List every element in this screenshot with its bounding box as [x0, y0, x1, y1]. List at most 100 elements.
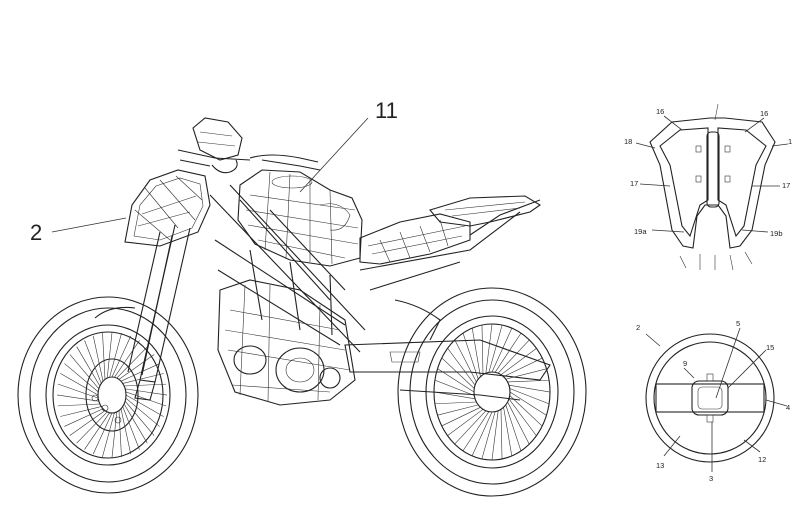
spoke	[118, 354, 155, 380]
spoke	[491, 410, 499, 461]
spoke	[441, 357, 475, 389]
headlight-fairing	[124, 169, 211, 247]
swingarm	[344, 339, 551, 401]
spoke	[481, 325, 484, 375]
spoke	[485, 323, 493, 374]
spoke	[488, 324, 503, 373]
spoke	[454, 339, 477, 383]
rear-fender	[394, 199, 541, 341]
spoke	[122, 373, 164, 384]
spoke	[64, 408, 104, 427]
spoke	[92, 335, 104, 382]
spoke	[120, 363, 160, 382]
tank-ref-label: 18	[624, 137, 632, 146]
leader-2	[51, 217, 127, 233]
spoke	[471, 328, 481, 377]
spoke	[56, 394, 99, 402]
frame	[209, 184, 521, 353]
spoke	[447, 348, 476, 386]
label-fuel-tank: 11	[375, 98, 398, 123]
spoke	[509, 391, 547, 416]
spoke	[491, 327, 513, 373]
spoke	[508, 398, 537, 436]
spoke	[122, 406, 140, 450]
spoke	[508, 384, 551, 393]
spoke	[111, 411, 118, 459]
fuel-tank	[237, 169, 363, 267]
headlight-ref-label: 2	[636, 323, 640, 332]
front-fork	[127, 224, 191, 401]
spoke	[503, 407, 513, 456]
spoke	[118, 410, 122, 458]
spoke	[84, 412, 110, 450]
spoke	[471, 411, 493, 457]
spoke	[441, 407, 481, 427]
spoke	[69, 354, 100, 390]
spoke	[437, 368, 475, 393]
spoke	[76, 346, 101, 387]
headlight-ref-label: 3	[709, 474, 713, 483]
engine	[217, 279, 356, 406]
spoke	[60, 373, 99, 396]
tank-ref-label: 19b	[770, 229, 783, 238]
motorcycle-drawing: 2 11	[17, 98, 587, 497]
spoke	[497, 339, 530, 374]
tank-ref-label: 19a	[634, 227, 647, 236]
spoke	[120, 408, 132, 455]
spoke	[509, 388, 550, 405]
spoke	[507, 401, 530, 445]
seat	[359, 195, 542, 265]
spoke	[494, 332, 522, 373]
spoke	[434, 379, 475, 396]
headlight-ref-label: 9	[683, 359, 687, 368]
headlight-ref-label: 15	[766, 343, 774, 352]
spoke	[109, 332, 122, 378]
spoke	[116, 346, 148, 379]
tank-ref-label: 16	[760, 109, 768, 118]
headlight-ref-label: 13	[656, 461, 664, 470]
spoke	[123, 403, 148, 444]
handlebar-and-dash	[177, 117, 321, 174]
spoke	[447, 409, 484, 436]
spoke	[437, 404, 479, 416]
spoke	[434, 401, 477, 405]
front-brake	[91, 306, 136, 424]
spoke	[60, 406, 102, 417]
tank-ref-label: 17	[630, 179, 638, 188]
spoke	[76, 411, 108, 444]
leader-11	[299, 117, 369, 193]
spoke	[102, 332, 106, 380]
front-wheel	[17, 296, 199, 494]
rear-wheel	[397, 287, 587, 497]
tank-ref-label: 16	[656, 107, 664, 116]
label-headlight: 2	[30, 220, 42, 245]
spoke	[505, 404, 522, 452]
spoke	[84, 340, 102, 384]
spoke	[507, 379, 550, 383]
headlight-ref-label: 12	[758, 455, 766, 464]
spoke	[92, 412, 113, 455]
spoke	[505, 368, 547, 380]
tank-ref-label: 17	[782, 181, 790, 190]
spoke	[106, 331, 113, 379]
spoke	[124, 383, 167, 387]
spoke	[114, 340, 140, 378]
spoke	[102, 412, 115, 458]
spoke	[57, 383, 99, 399]
spoke	[124, 400, 155, 436]
spoke	[454, 410, 487, 445]
spoke	[462, 411, 490, 452]
spoke	[503, 357, 543, 377]
spoke	[500, 348, 537, 375]
spoke	[125, 388, 168, 396]
spoke	[125, 394, 164, 417]
spoke	[481, 411, 496, 460]
headlight-ref-label: 5	[736, 319, 740, 328]
spoke	[69, 410, 106, 436]
spoke	[64, 363, 99, 393]
spoke	[125, 397, 160, 427]
spoke	[57, 403, 100, 407]
